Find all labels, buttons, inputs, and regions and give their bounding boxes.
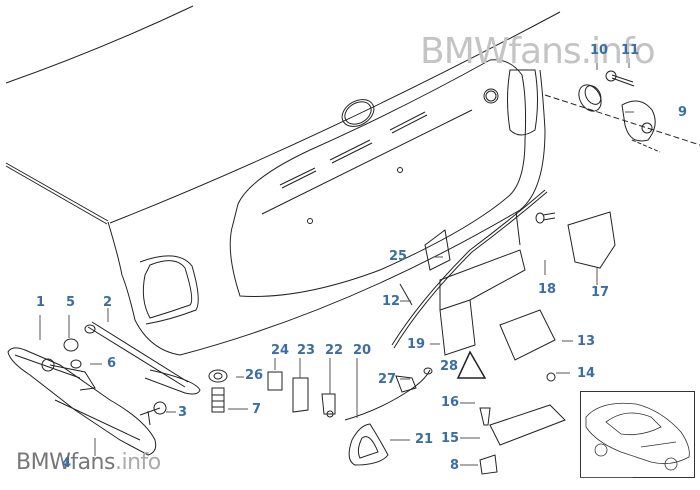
part-label-1[interactable]: 1 [36, 295, 46, 310]
part-label-25[interactable]: 25 [389, 249, 408, 264]
part-label-26[interactable]: 26 [245, 368, 264, 383]
part-label-22[interactable]: 22 [325, 343, 344, 358]
part-label-2[interactable]: 2 [103, 295, 113, 310]
part-label-5[interactable]: 5 [66, 295, 76, 310]
thumbnail-underline [580, 477, 633, 478]
lock-and-cable-illustration [391, 189, 616, 475]
part-label-12[interactable]: 12 [382, 294, 401, 309]
part-label-13[interactable]: 13 [577, 334, 596, 349]
part-label-20[interactable]: 20 [353, 343, 372, 358]
watermark-bottom: BMWfans.info [16, 450, 161, 475]
part-label-4[interactable]: 4 [62, 456, 72, 471]
part-label-6[interactable]: 6 [107, 356, 117, 371]
lock-cylinder-group [578, 70, 661, 153]
vehicle-thumbnail[interactable] [580, 391, 695, 478]
car-sketch-icon [585, 402, 690, 471]
part-label-7[interactable]: 7 [252, 402, 262, 417]
watermark-top: BMWfans.info [420, 31, 656, 72]
small-parts-illustration [208, 367, 433, 466]
trunk-lid-illustration [5, 5, 700, 356]
part-label-19[interactable]: 19 [407, 337, 426, 352]
part-label-11[interactable]: 11 [621, 43, 640, 58]
part-label-18[interactable]: 18 [538, 282, 557, 297]
hinge-assembly-illustration [7, 321, 201, 456]
part-label-23[interactable]: 23 [297, 343, 316, 358]
part-label-14[interactable]: 14 [577, 366, 596, 381]
part-label-10[interactable]: 10 [590, 43, 609, 58]
part-label-3[interactable]: 3 [178, 405, 188, 420]
part-label-15[interactable]: 15 [441, 431, 460, 446]
part-label-28[interactable]: 28 [440, 359, 459, 374]
part-label-21[interactable]: 21 [415, 432, 434, 447]
part-label-8[interactable]: 8 [450, 458, 460, 473]
part-label-16[interactable]: 16 [441, 395, 460, 410]
leader-lines [39, 58, 634, 466]
part-label-9[interactable]: 9 [678, 105, 688, 120]
part-label-27[interactable]: 27 [378, 372, 397, 387]
part-label-24[interactable]: 24 [271, 343, 290, 358]
part-label-17[interactable]: 17 [591, 285, 610, 300]
